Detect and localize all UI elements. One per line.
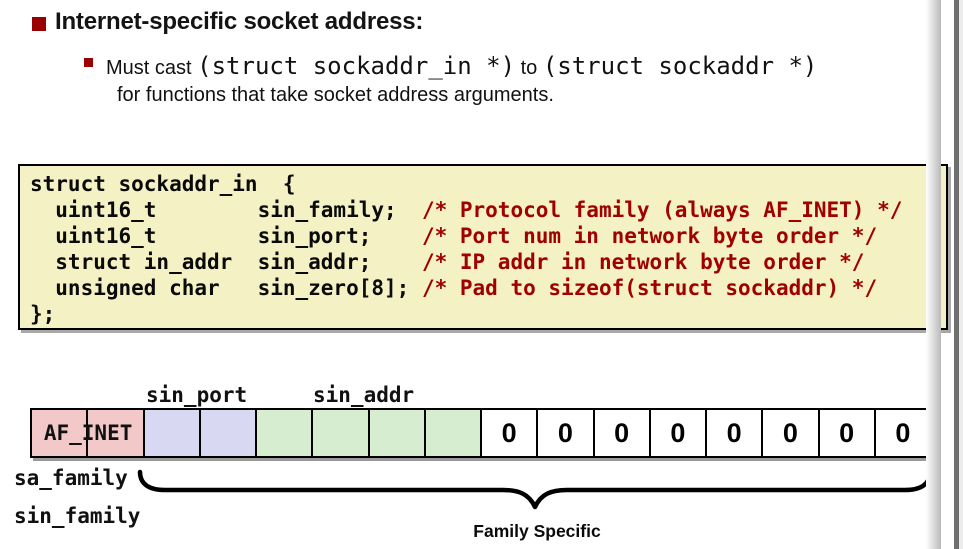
label-sa-family: sa_family xyxy=(14,466,128,490)
code-line: struct sockaddr_in { xyxy=(30,172,296,196)
heading-bullet-icon xyxy=(32,17,46,31)
slide-edge-shadow xyxy=(926,0,941,549)
diagram-cell-white: 0 xyxy=(763,410,820,456)
label-sin-family: sin_family xyxy=(14,504,141,528)
diagram-cell-white: 0 xyxy=(594,410,651,456)
diagram-cell-pink xyxy=(32,410,89,456)
diagram-cell-green xyxy=(369,410,426,456)
code-comment: /* Port num in network byte order */ xyxy=(421,224,878,248)
code-comment: /* Pad to sizeof(struct sockaddr) */ xyxy=(421,276,878,300)
code-line: }; xyxy=(30,302,56,326)
diagram-cell-purple xyxy=(200,410,257,456)
diagram-cell-purple xyxy=(144,410,201,456)
bullet-text-line1: Must cast (struct sockaddr_in *) to (str… xyxy=(106,48,817,86)
diagram-cell-white: 0 xyxy=(875,410,930,456)
slide-edge-border xyxy=(954,0,959,549)
diagram-cell-white: 0 xyxy=(482,410,539,456)
diagram-cell-green xyxy=(425,410,482,456)
code-block: struct sockaddr_in { uint16_t sin_family… xyxy=(18,164,948,330)
diagram-cell-green xyxy=(313,410,370,456)
code-line: struct in_addr sin_addr; xyxy=(30,250,422,274)
underbrace xyxy=(137,469,933,510)
diagram-cell-green xyxy=(257,410,314,456)
diagram-cell-white: 0 xyxy=(538,410,595,456)
slide-heading: Internet-specific socket address: xyxy=(55,8,424,35)
diagram-cell-white: 0 xyxy=(650,410,707,456)
af-inet-label: AF_INET xyxy=(43,421,133,445)
code-line: uint16_t sin_family; xyxy=(30,198,422,222)
label-sin-port: sin_port xyxy=(146,383,248,407)
sub-bullet-icon xyxy=(84,58,93,67)
diagram-cell-pink xyxy=(88,410,145,456)
diagram-cell-white: 0 xyxy=(707,410,764,456)
label-sin-addr: sin_addr xyxy=(313,383,415,407)
code-line: uint16_t sin_port; xyxy=(30,224,422,248)
bullet-text-line2: for functions that take socket address a… xyxy=(117,84,554,106)
code-comment: /* Protocol family (always AF_INET) */ xyxy=(421,198,903,222)
inline-code-sockaddr-in: (struct sockaddr_in *) xyxy=(197,52,516,80)
diagram-cell-white: 0 xyxy=(819,410,876,456)
slide-edge-outer xyxy=(959,0,963,549)
code-line: unsigned char sin_zero[8]; xyxy=(30,276,422,300)
bullet-text-sans: Must cast xyxy=(106,57,198,79)
code-listing: struct sockaddr_in { uint16_t sin_family… xyxy=(30,171,946,327)
code-comment: /* IP addr in network byte order */ xyxy=(421,250,865,274)
inline-code-sockaddr: (struct sockaddr *) xyxy=(542,52,818,80)
bullet-text-sans: to xyxy=(515,57,543,79)
family-specific-label: Family Specific xyxy=(473,521,601,541)
